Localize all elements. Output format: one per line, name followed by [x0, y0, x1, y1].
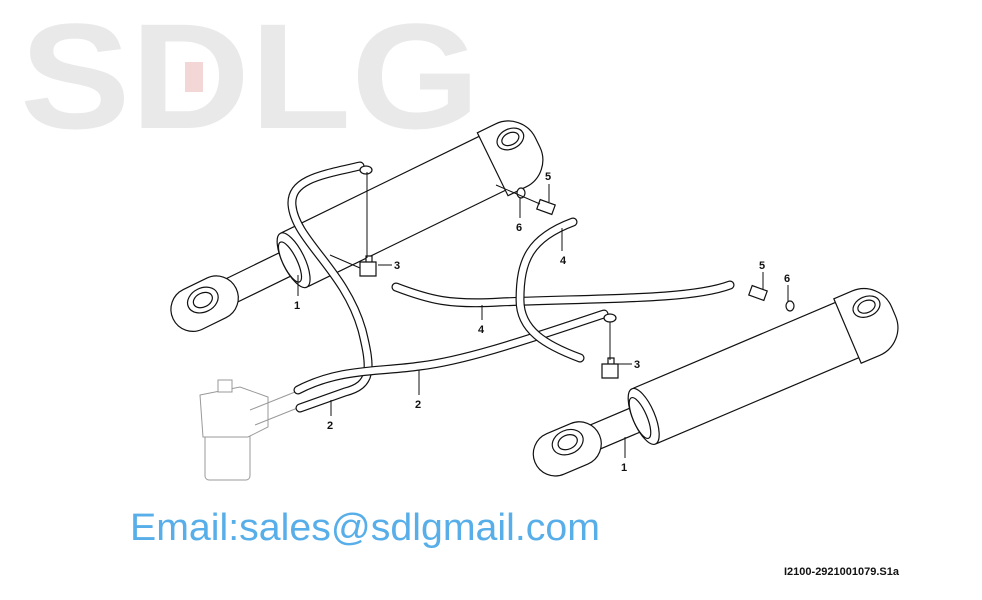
tee-fitting: [601, 357, 619, 379]
callout-2: 2: [327, 420, 333, 432]
callout-3: 3: [634, 359, 640, 371]
callout-4: 4: [478, 324, 485, 336]
callout-3: 3: [394, 260, 400, 272]
hydraulic-cylinder-left: [170, 120, 544, 332]
callout-2: 2: [415, 399, 421, 411]
o-ring: [516, 187, 526, 199]
adapter-fitting: [536, 198, 556, 216]
drawing-code: I2100-2921001079.S1a: [784, 566, 899, 578]
fittings: [359, 165, 795, 379]
o-ring: [785, 300, 795, 312]
callout-1: 1: [621, 462, 627, 474]
hoses: [287, 161, 735, 413]
callout-6: 6: [784, 273, 790, 285]
callout-4: 4: [560, 255, 567, 267]
callout-5: 5: [759, 260, 765, 272]
tee-fitting: [359, 255, 377, 277]
callout-1: 1: [294, 300, 300, 312]
leader-lines: [297, 172, 789, 458]
callout-5: 5: [545, 171, 551, 183]
adapter-fitting: [748, 284, 768, 302]
sdlg-watermark: SDLG: [20, 0, 480, 160]
callout-6: 6: [516, 222, 522, 234]
watermark-red-block: [185, 62, 203, 92]
steering-valve-unit: [199, 379, 301, 481]
email-watermark: Email:sales@sdlgmail.com: [130, 507, 600, 549]
hydraulic-cylinder-right: [532, 288, 899, 477]
watermark-brand-text: SDLG: [20, 0, 480, 160]
callout-numbers: 1 1 2 2 3 3 4 4 5 5 6 6: [294, 171, 790, 474]
